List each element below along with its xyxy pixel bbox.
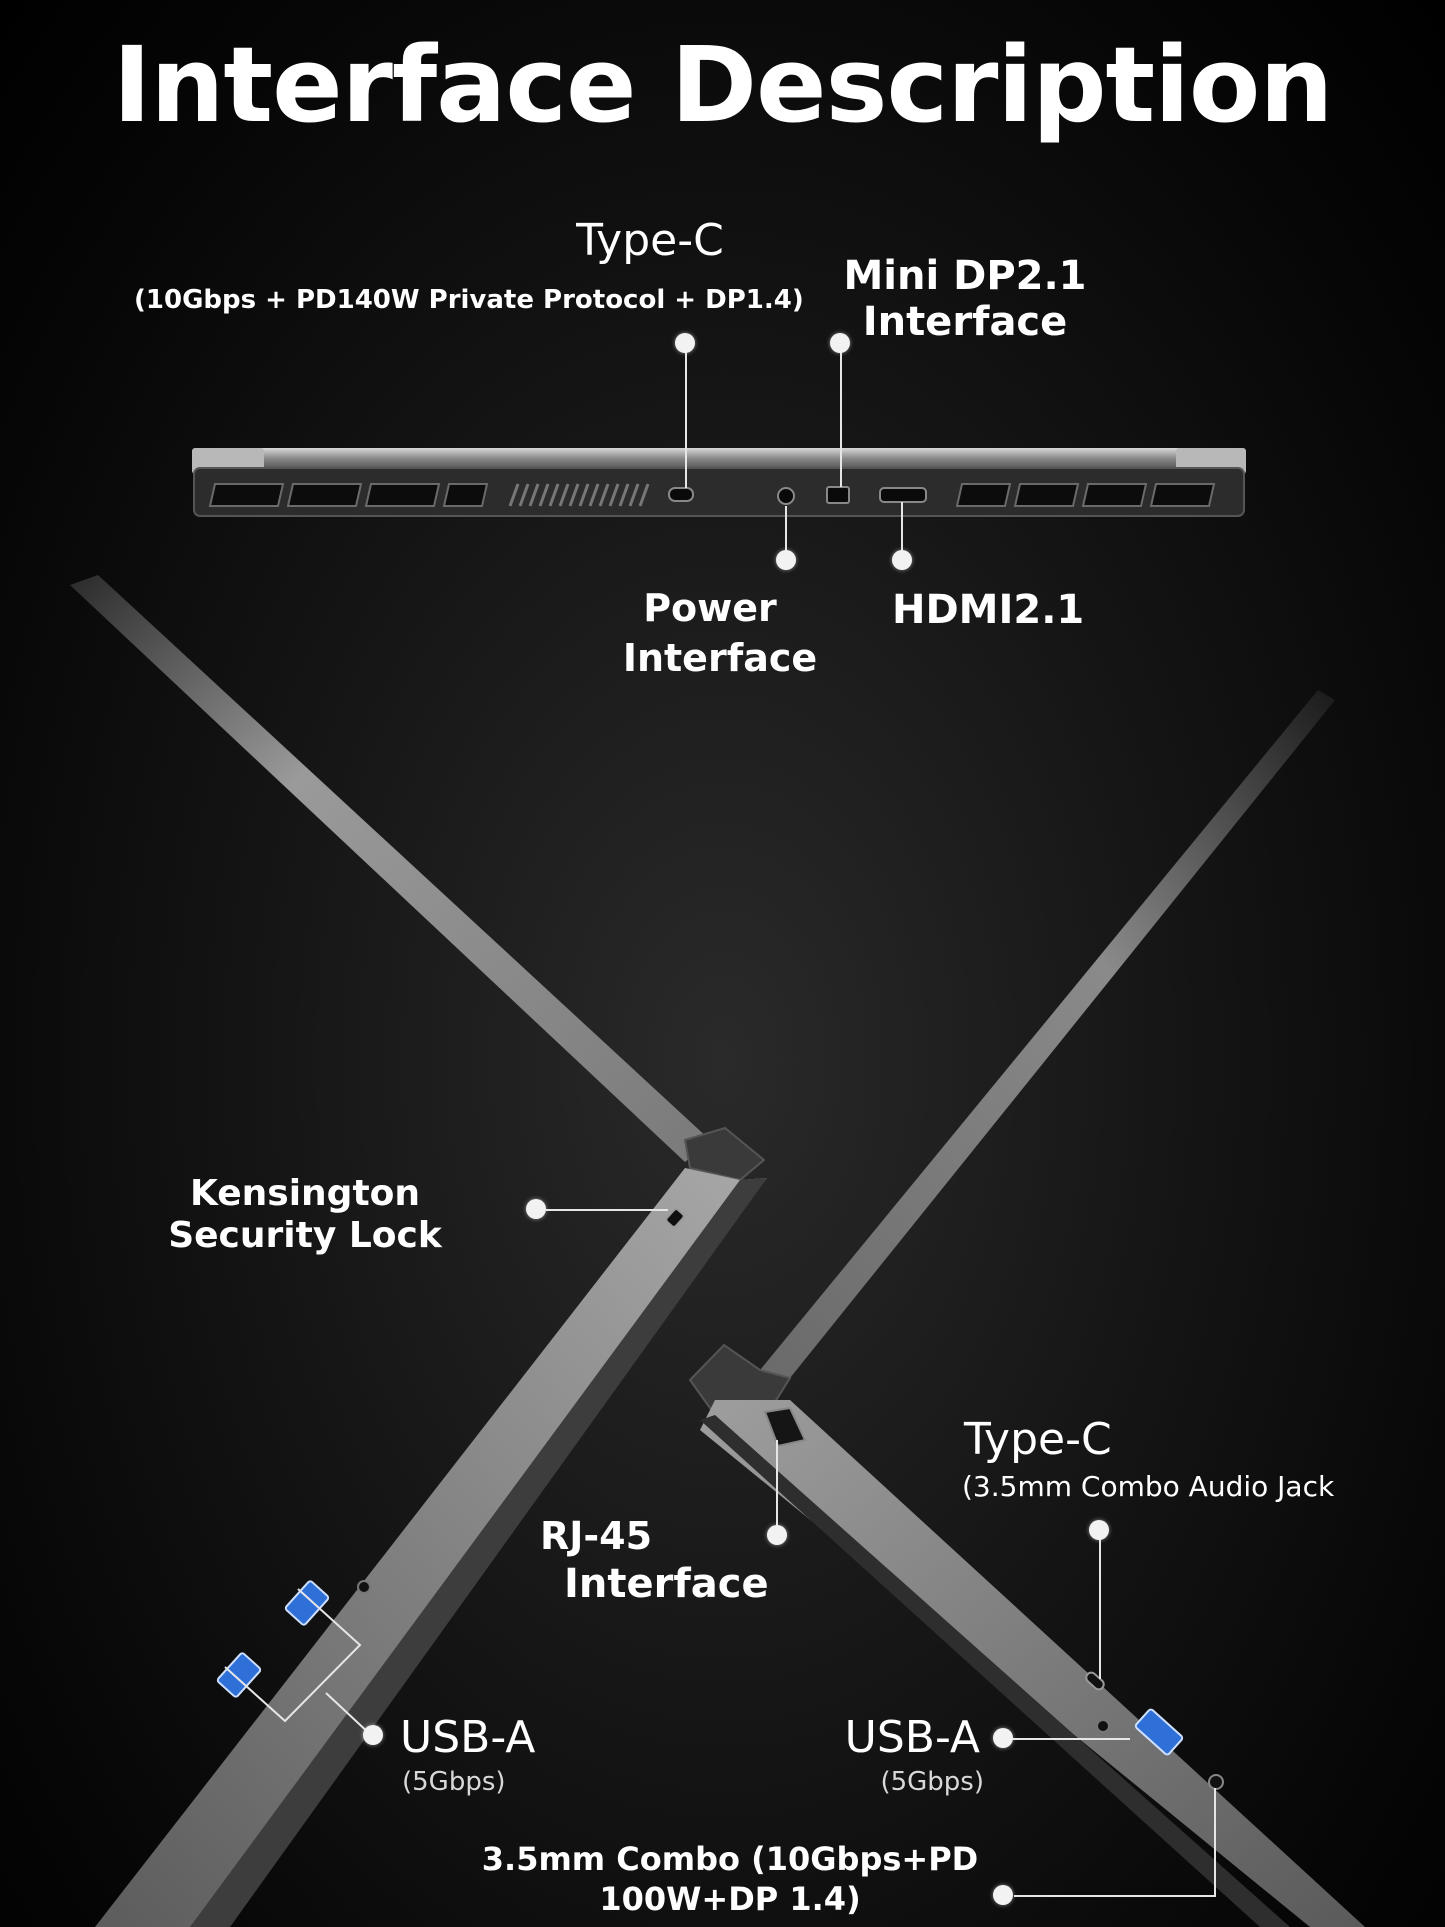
callout-dot xyxy=(526,1199,546,1219)
leader-line xyxy=(1214,1788,1216,1896)
rear-typec-port xyxy=(668,487,694,502)
left-usba-speed: (5Gbps) xyxy=(402,1767,506,1797)
leader-line xyxy=(901,502,903,561)
leader-line xyxy=(785,506,787,561)
callout-dot xyxy=(767,1525,787,1545)
right-side-laptop xyxy=(688,690,1365,1927)
rj45-label-line2: Interface xyxy=(564,1561,769,1607)
kensington-label-line1: Kensington xyxy=(189,1173,421,1214)
right-usba-title: USB-A xyxy=(844,1712,980,1763)
callout-dot xyxy=(1089,1520,1109,1540)
left-usba-port-2 xyxy=(216,1652,262,1698)
callout-dot xyxy=(363,1725,383,1745)
left-side-laptop xyxy=(70,575,767,1927)
leader-line xyxy=(546,1209,668,1211)
callout-dot xyxy=(993,1885,1013,1905)
combo-label-line2: 100W+DP 1.4) xyxy=(599,1880,861,1918)
leader-line xyxy=(685,350,687,488)
leader-line xyxy=(1010,1738,1130,1740)
callout-dot xyxy=(675,333,695,353)
kensington-slot xyxy=(665,1208,685,1228)
rear-typec-title: Type-C xyxy=(576,215,724,266)
rj45-label-line1: RJ-45 xyxy=(540,1514,653,1558)
left-usba-title: USB-A xyxy=(400,1712,536,1763)
callout-dot xyxy=(892,550,912,570)
right-typec-desc: (3.5mm Combo Audio Jack xyxy=(962,1470,1335,1503)
rear-view-laptop xyxy=(192,448,1246,517)
left-usba-port-1 xyxy=(284,1580,330,1626)
kensington-label-line2: Security Lock xyxy=(168,1215,442,1256)
right-usba-port xyxy=(1134,1708,1184,1756)
power-label-line1: Power xyxy=(643,586,777,630)
rj45-port xyxy=(763,1406,807,1448)
leader-line xyxy=(1099,1536,1101,1679)
combo-label-line1: 3.5mm Combo (10Gbps+PD xyxy=(481,1840,979,1878)
callout-dot xyxy=(993,1728,1013,1748)
right-usba-speed: (5Gbps) xyxy=(880,1767,984,1797)
rear-typec-desc: (10Gbps + PD140W Private Protocol + DP1.… xyxy=(134,285,804,315)
hdmi-label: HDMI2.1 xyxy=(892,587,1085,633)
right-typec-title: Type-C xyxy=(964,1414,1112,1465)
page-title: Interface Description xyxy=(112,24,1334,146)
callout-dot xyxy=(830,333,850,353)
minidp-label-line2: Interface xyxy=(862,299,1068,345)
leader-line xyxy=(1014,1895,1216,1897)
right-typec-port xyxy=(1085,1671,1105,1691)
leader-line xyxy=(840,345,842,487)
minidp-label-line1: Mini DP2.1 xyxy=(843,253,1087,299)
callout-dot xyxy=(776,550,796,570)
leader-line xyxy=(776,1440,778,1534)
power-label-line2: Interface xyxy=(622,636,818,680)
